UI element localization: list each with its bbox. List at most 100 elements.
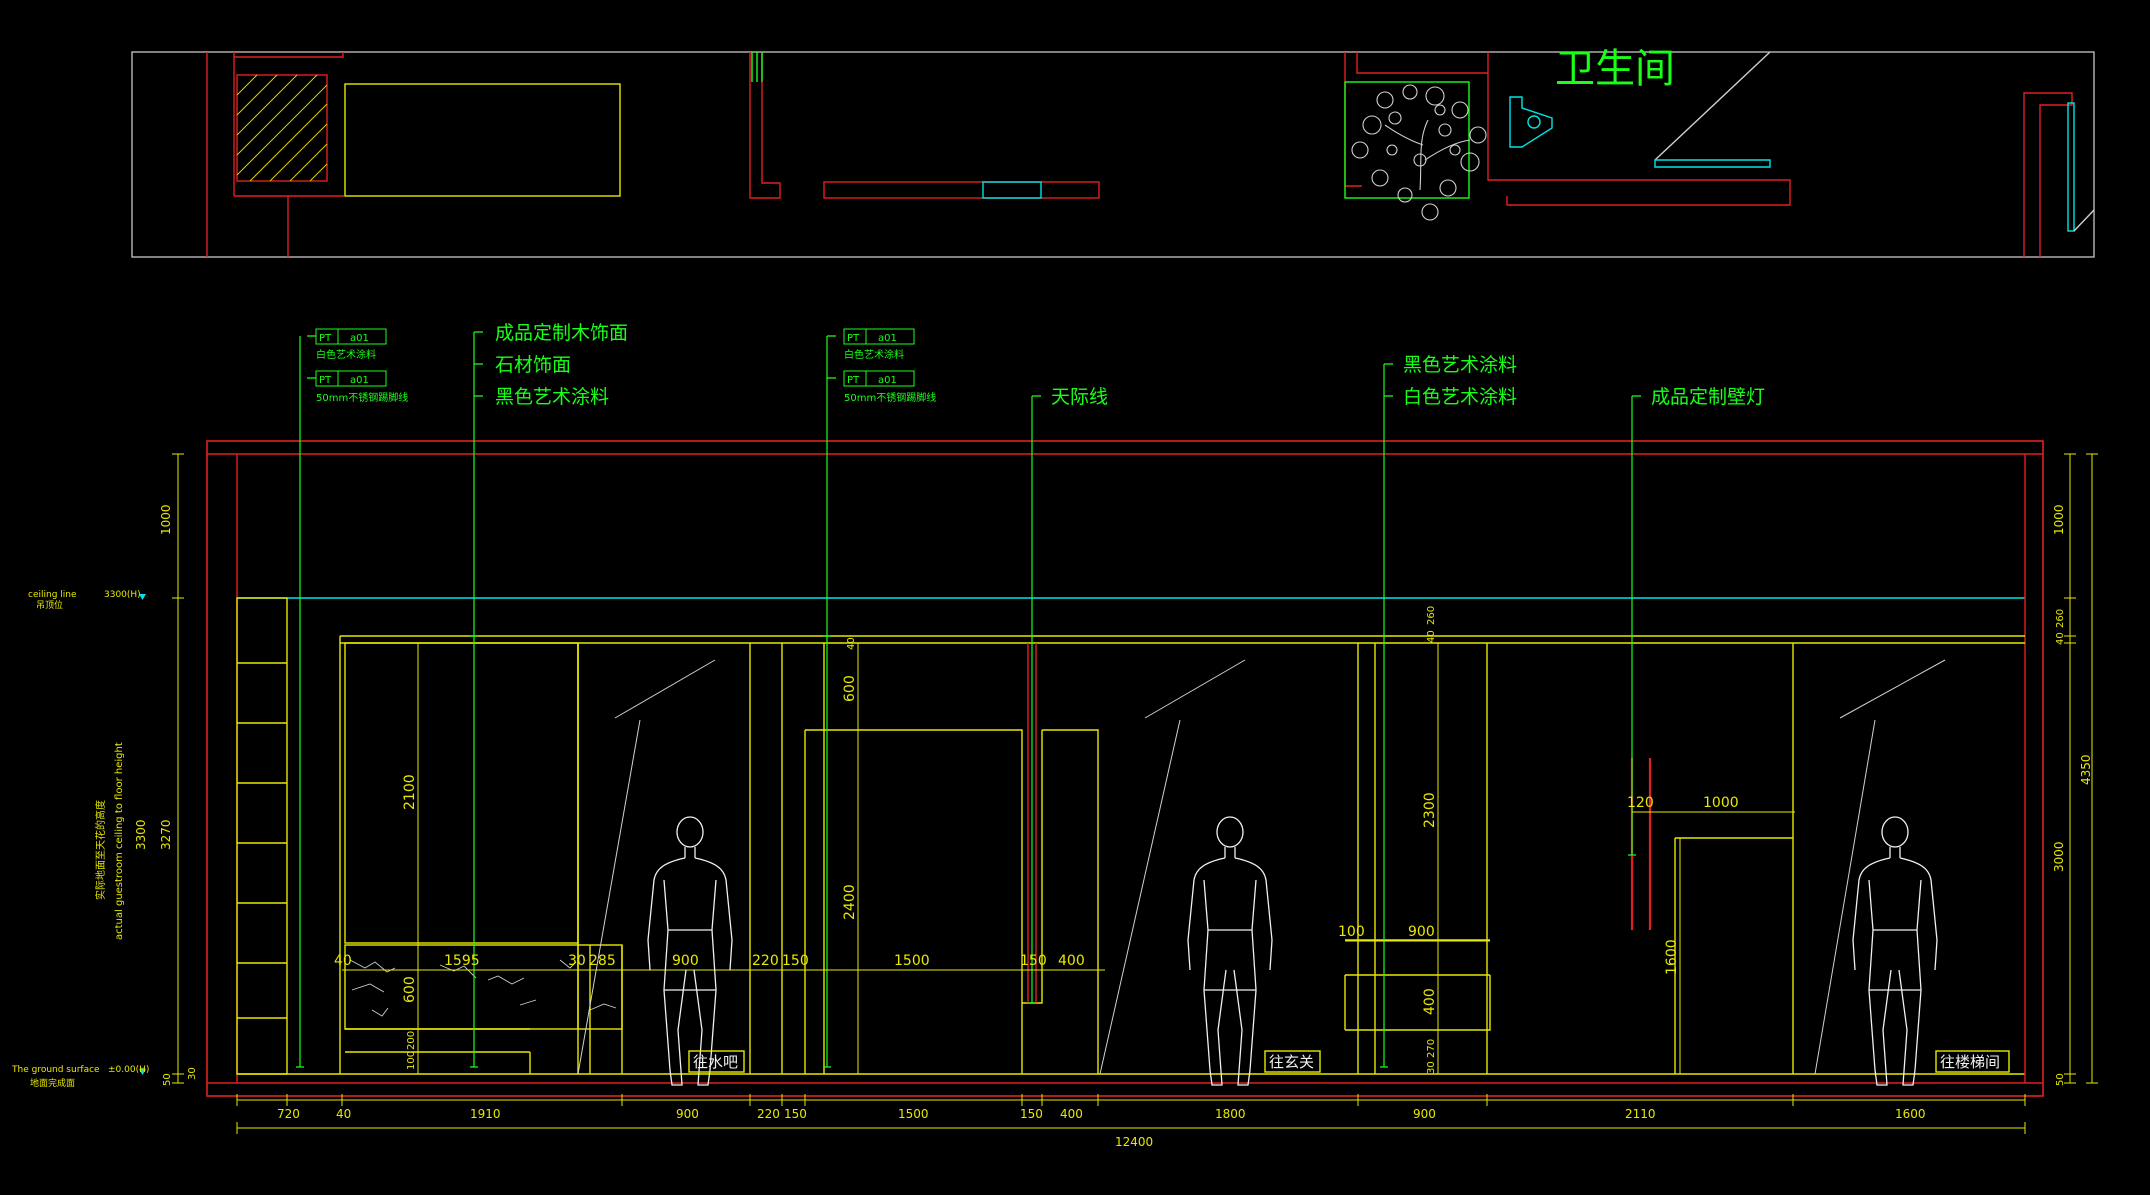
bottom-dim-220: 220 [757,1107,780,1121]
right-dim-260: 260 [2055,609,2066,628]
callout-d: 天际线 [1051,386,1108,408]
callout-f: 成品定制壁灯 [1651,386,1765,408]
wall-lamps [1630,758,1652,930]
callout-a2-text: 50mm不锈钢踢脚线 [316,391,408,404]
callout-a1-box [315,328,387,345]
glass-hatching [577,659,1946,1075]
callout-b-2: 石材饰面 [495,354,571,376]
idim-2100: 2100 [402,774,418,810]
height-note-cn: 实际地面至天花的高度 [94,800,107,900]
right-dim-50: 50 [2055,1073,2066,1086]
human-figure-1 [647,816,733,1086]
level-markers [139,594,146,1075]
callout-a2-tag: PT [319,375,332,386]
ceiling-line-note-cn: 吊顶位 [36,599,63,611]
idim-400: 400 [1058,953,1085,969]
plan-hatch-lines [236,74,328,182]
idim-30v: 30 [1426,1061,1437,1074]
plan-diag-right [2073,209,2095,232]
idim-40a: 40 [846,637,857,650]
direction-box-3 [1935,1050,2010,1073]
plan-room-label: 卫生间 [1555,46,1675,92]
leader-lines [299,331,1641,1067]
right-dim-40: 40 [2055,632,2066,645]
left-dim-1000: 1000 [159,504,173,535]
callout-a: PT a01 白色艺术涂料 PT a01 50mm不锈钢踢脚线 [315,328,408,404]
bottom-dim-900: 900 [676,1107,699,1121]
idim-1600: 1600 [1664,939,1680,975]
ground-surface-note-cn: 地面完成面 [30,1077,75,1089]
callout-c2-text: 50mm不锈钢踢脚线 [844,391,936,404]
callout-c1-tag: PT [847,333,860,344]
niche-box [1344,939,1491,1031]
bottom-dim-400: 400 [1060,1107,1083,1121]
bottom-dim-40: 40 [336,1107,351,1121]
direction-label-water-bar: 往水吧 [693,1053,738,1071]
callout-c2-box [843,370,915,387]
elevation [139,331,2098,1134]
idim-100: 100 [406,1051,417,1070]
plan-door-swing [1654,51,1771,161]
callout-b-1: 成品定制木饰面 [495,322,628,344]
callout-c: PT a01 白色艺术涂料 PT a01 50mm不锈钢踢脚线 [843,328,936,404]
idim-1000: 1000 [1703,795,1739,811]
idim-2400: 2400 [842,884,858,920]
callout-c1-code: a01 [878,333,897,344]
plan-counter [344,83,621,197]
right-dim-3000: 3000 [2052,841,2066,872]
left-dim-30: 30 [187,1067,198,1080]
plan-low-wall [823,181,1100,199]
callout-c1-box [843,328,915,345]
callout-b-3: 黑色艺术涂料 [495,386,609,408]
plan-door-leaf [1654,159,1771,168]
plan-tree-symbol [1351,84,1487,221]
idim-40b: 40 [1426,630,1437,643]
callout-a1-code: a01 [350,333,369,344]
stone-veining [349,959,617,1017]
bottom-dim-900b: 900 [1413,1107,1436,1121]
idim-900h: 900 [1408,924,1435,940]
ceiling-level-note: 3300(H) [104,590,141,600]
ground-level-note: ±0.00(H) [108,1065,149,1075]
callout-a2-box [315,370,387,387]
ceiling-line-note: ceiling line [28,590,77,600]
plan-hatch-block [236,74,328,182]
plan-toilet [1509,96,1553,148]
height-note-en: actual guestroom ceiling to floor height [114,742,125,940]
idim-200: 200 [406,1031,417,1050]
shelving-unit [236,597,288,1075]
callout-b: 成品定制木饰面 石材饰面 黑色艺术涂料 [495,322,628,408]
idim-2300: 2300 [1422,792,1438,828]
plan-wall-mid [749,52,781,199]
idim-150b: 150 [1020,953,1047,969]
human-figure-2 [1187,816,1273,1086]
panel-lines-2 [1357,643,1794,1074]
idim-900: 900 [672,953,699,969]
idim-600a: 600 [402,976,418,1003]
wall-edges [236,454,2026,1083]
idim-400v: 400 [1422,988,1438,1015]
soffit-band [339,635,2025,1074]
right-dim-4350: 4350 [2079,754,2093,785]
callout-e-1: 黑色艺术涂料 [1403,354,1517,376]
stone-console [344,642,623,1074]
direction-label-stairs: 往楼梯间 [1940,1053,2000,1071]
plan-wall-right [2023,92,2073,257]
floor-plan-strip: 卫生间 [131,46,2095,258]
leader-ticks [296,635,1636,1068]
idim-100h: 100 [1338,924,1365,940]
direction-box-2 [1264,1050,1321,1073]
idim-1500: 1500 [894,953,930,969]
idim-220: 220 [752,953,779,969]
bottom-dim-150b: 150 [1020,1107,1043,1121]
callout-a2-code: a01 [350,375,369,386]
ground-surface-note: The ground surface [11,1065,100,1075]
direction-label-entrance: 往玄关 [1269,1053,1314,1071]
idim-40: 40 [334,953,352,969]
human-figure-3 [1852,816,1938,1086]
overall-dim: 12400 [1115,1135,1153,1149]
callout-a1-text: 白色艺术涂料 [316,348,376,361]
idim-260: 260 [1426,606,1437,625]
bottom-dim-1500: 1500 [898,1107,929,1121]
